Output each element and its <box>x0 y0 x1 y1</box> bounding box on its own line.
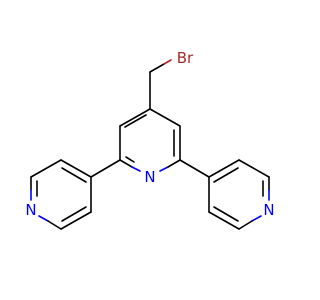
bond-central-right-ring <box>179 159 210 178</box>
left-pyridine-nitrogen-label: N <box>25 201 36 219</box>
bond-right-c5-c6-inner <box>213 206 239 222</box>
bond-left-c5-c6 <box>60 211 92 230</box>
bond-left-c1-c2-inner <box>61 167 87 183</box>
bond-c5-c4 <box>149 108 181 127</box>
bond-left-c5-c6-inner <box>61 206 87 222</box>
bond-left-n-c5-nitrogen-half <box>38 215 49 222</box>
bond-right-n-c5-carbon-half <box>238 220 253 230</box>
structure-canvas: Br N N N <box>25 49 275 230</box>
bond-right-n-c5-nitrogen-half <box>251 215 262 222</box>
bond-ch2-br-bromine-half <box>163 59 172 65</box>
bond-left-n-c5-carbon-half <box>47 220 62 230</box>
bond-c3-c4-inner <box>124 114 147 128</box>
bond-ch2-br-carbon-half <box>149 63 165 73</box>
bond-central-left-ring <box>90 159 121 178</box>
bond-n1-c6-nitrogen-half <box>159 166 169 172</box>
bond-c2-n1-carbon-half <box>119 159 133 168</box>
bond-c4-c3 <box>119 108 151 127</box>
bond-right-c5-c6 <box>208 211 240 230</box>
molecule-diagram: Br N N N <box>25 49 275 230</box>
right-pyridine-nitrogen-label: N <box>263 201 274 219</box>
bond-n1-c6-carbon-half <box>167 159 181 168</box>
bond-c2-n1-inner <box>125 156 135 163</box>
bromine-atom-label: Br <box>177 49 194 67</box>
bond-left-c2-c3 <box>30 159 62 178</box>
bond-left-c1-c2 <box>60 159 92 178</box>
bond-right-c1-c2-inner <box>213 167 239 183</box>
bond-right-c2-c3 <box>238 159 270 178</box>
bond-c2-n1-nitrogen-half <box>131 166 141 172</box>
central-pyridine-nitrogen-label: N <box>144 168 155 186</box>
bond-right-c1-c2 <box>208 159 240 178</box>
